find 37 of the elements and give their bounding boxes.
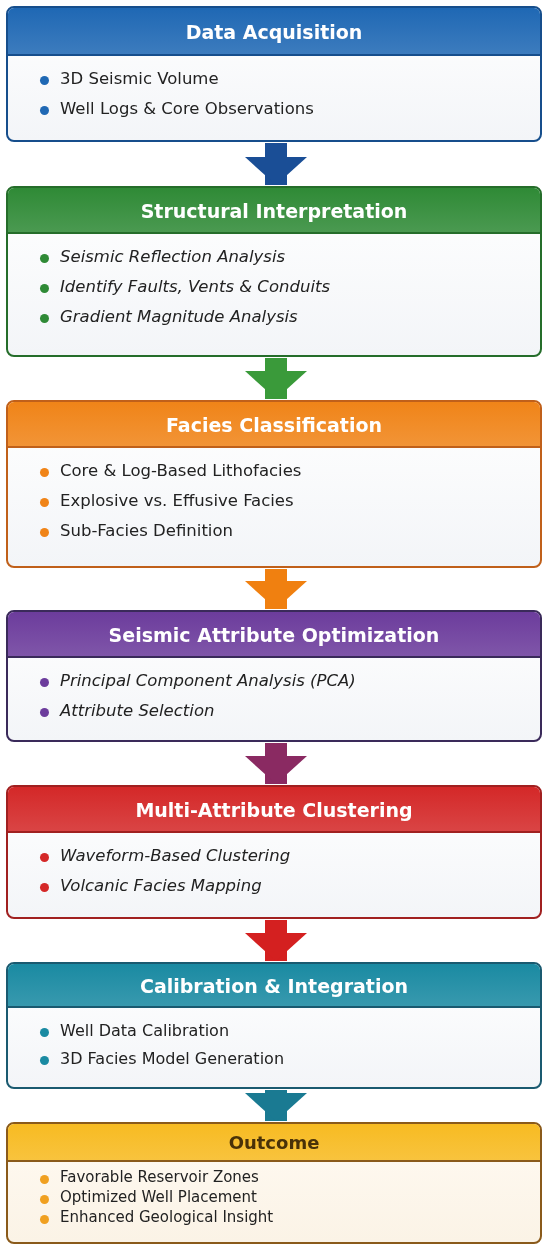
bullet-text: Enhanced Geological Insight (60, 1208, 274, 1226)
flow-arrow (245, 920, 307, 961)
flow-arrow (245, 743, 307, 784)
process-box (6, 186, 542, 357)
bullet-text: Waveform-Based Clustering (60, 846, 291, 865)
process-box (6, 400, 542, 568)
bullet-text: Well Data Calibration (60, 1021, 230, 1040)
bullet-text: Seismic Reflection Analysis (60, 247, 286, 266)
stage-heading: Multi-Attribute Clustering (8, 787, 540, 833)
bullet-text: Core & Log-Based Lithofacies (60, 461, 302, 480)
stage-heading: Calibration & Integration (8, 964, 540, 1008)
bullet-text: Gradient Magnitude Analysis (60, 306, 298, 326)
process-box (6, 785, 542, 919)
stage-heading: Data Acquisition (8, 8, 540, 56)
flow-arrow (245, 1090, 307, 1121)
bullet-text: Well Logs & Core Observations (60, 98, 314, 118)
flow-arrow (245, 143, 307, 185)
bullet-text: Optimized Well Placement (60, 1188, 257, 1206)
bullet-text: Favorable Reservoir Zones (60, 1168, 259, 1186)
stage-heading: Structural Interpretation (8, 188, 540, 234)
bullet-text: 3D Facies Model Generation (60, 1049, 284, 1069)
process-box (6, 1122, 542, 1244)
process-box (6, 6, 542, 142)
stage-heading: Facies Classification (8, 402, 540, 448)
bullet-text: 3D Seismic Volume (60, 69, 219, 88)
bullet-text: Attribute Selection (60, 700, 215, 720)
stage-heading: Seismic Attribute Optimization (8, 612, 540, 658)
bullet-text: Explosive vs. Effusive Facies (60, 490, 294, 510)
process-box (6, 962, 542, 1089)
flow-arrow (245, 569, 307, 609)
process-box (6, 610, 542, 742)
bullet-text: Identify Faults, Vents & Conduits (60, 276, 331, 296)
stage-heading: Outcome (8, 1124, 540, 1162)
flow-arrow (245, 358, 307, 399)
bullet-text: Volcanic Facies Mapping (60, 875, 262, 895)
bullet-text: Principal Component Analysis (PCA) (60, 671, 356, 690)
bullet-text: Sub-Facies Definition (60, 520, 233, 540)
